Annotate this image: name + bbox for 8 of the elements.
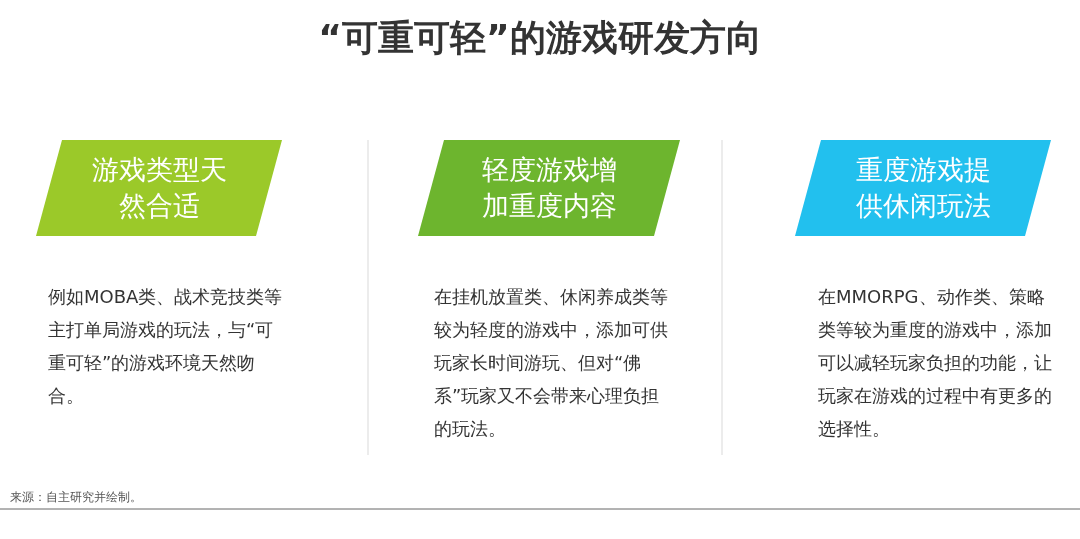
description-text: 在MMORPG、动作类、策略类等较为重度的游戏中，添加可以减轻玩家负担的功能，让玩家在游戏的过程中有更多的选择性。 <box>818 285 1053 441</box>
title: “可重可轻”的游戏研发方向 <box>317 16 763 60</box>
parallelogram-box: 轻度游戏增加重度内容 <box>418 140 680 236</box>
description-text: 在挂机放置类、休闲养成类等较为轻度的游戏中，添加可供玩家长时间游玩、但对“佛系”玩家又不会带来心理负担的玩法。 <box>434 285 669 441</box>
source-note: 来源：自主研究并绘制。 <box>10 489 142 506</box>
parallelogram-box: 重度游戏提供休闲玩法 <box>795 140 1051 236</box>
description-text: 例如MOBA类、战术竞技类等主打单局游戏的玩法，与“可重可轻”的游戏环境天然吻合。 <box>48 285 284 408</box>
parallelogram-box: 游戏类型天然合适 <box>36 140 282 236</box>
